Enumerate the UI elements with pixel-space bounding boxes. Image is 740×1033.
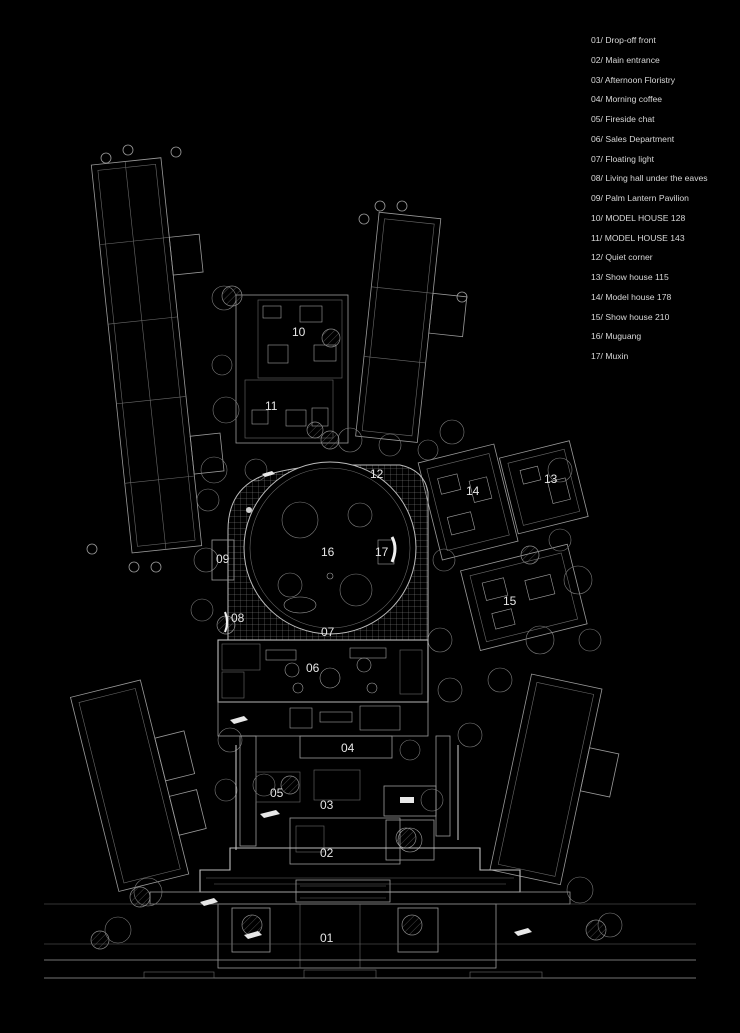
label-13: 13 [544,472,558,486]
area-labels: 01 02 03 04 05 06 07 08 09 10 11 12 13 1… [216,325,558,945]
right-houses-13-14-15 [417,440,589,651]
label-10: 10 [292,325,306,339]
legend-item: 06/ Sales Department [591,133,675,144]
legend-item: 03/ Afternoon Floristry [591,74,676,85]
label-16: 16 [321,545,335,559]
legend-item: 14/ Model house 178 [591,291,672,302]
tree-canopies [90,285,623,950]
label-07: 07 [321,625,335,639]
legend-item: 12/ Quiet corner [591,252,653,263]
label-03: 03 [320,798,334,812]
label-15: 15 [503,594,517,608]
label-01: 01 [320,931,334,945]
central-complex [44,461,696,979]
legend-item: 10/ MODEL HOUSE 128 [591,212,686,223]
legend-item: 09/ Palm Lantern Pavilion [591,193,689,203]
label-09: 09 [216,552,230,566]
legend-item: 07/ Floating light [591,153,655,164]
label-06: 06 [306,661,320,675]
legend-item: 01/ Drop-off front [591,35,656,45]
middle-tall-building [355,211,468,443]
right-trees [432,419,602,693]
legend-item: 17/ Muxin [591,351,629,361]
legend-item: 08/ Living hall under the eaves [591,173,708,184]
legend: 01/ Drop-off front 02/ Main entrance 03/… [591,33,708,369]
label-08: 08 [231,611,245,625]
legend-item: 05/ Fireside chat [591,114,655,124]
axis-markers-left [86,144,182,573]
legend-item: 11/ MODEL HOUSE 143 [591,232,685,243]
label-04: 04 [341,741,355,755]
label-05: 05 [270,786,284,800]
legend-item: 15/ Show house 210 [591,311,670,322]
legend-item: 13/ Show house 115 [591,272,669,282]
legend-item: 02/ Main entrance [591,54,660,65]
label-02: 02 [320,846,334,860]
paving-marks [200,471,532,939]
axis-markers-middle [358,200,468,303]
label-17: 17 [375,545,389,559]
lower-right-building [489,673,620,886]
lower-left-building [70,679,207,892]
left-tall-building [90,157,225,554]
label-14: 14 [466,484,480,498]
model-houses-10-11 [211,285,349,444]
legend-item: 04/ Morning coffee [591,94,663,105]
label-12: 12 [370,467,384,481]
legend-item: 16/ Muguang [591,331,642,342]
label-11: 11 [265,399,278,413]
